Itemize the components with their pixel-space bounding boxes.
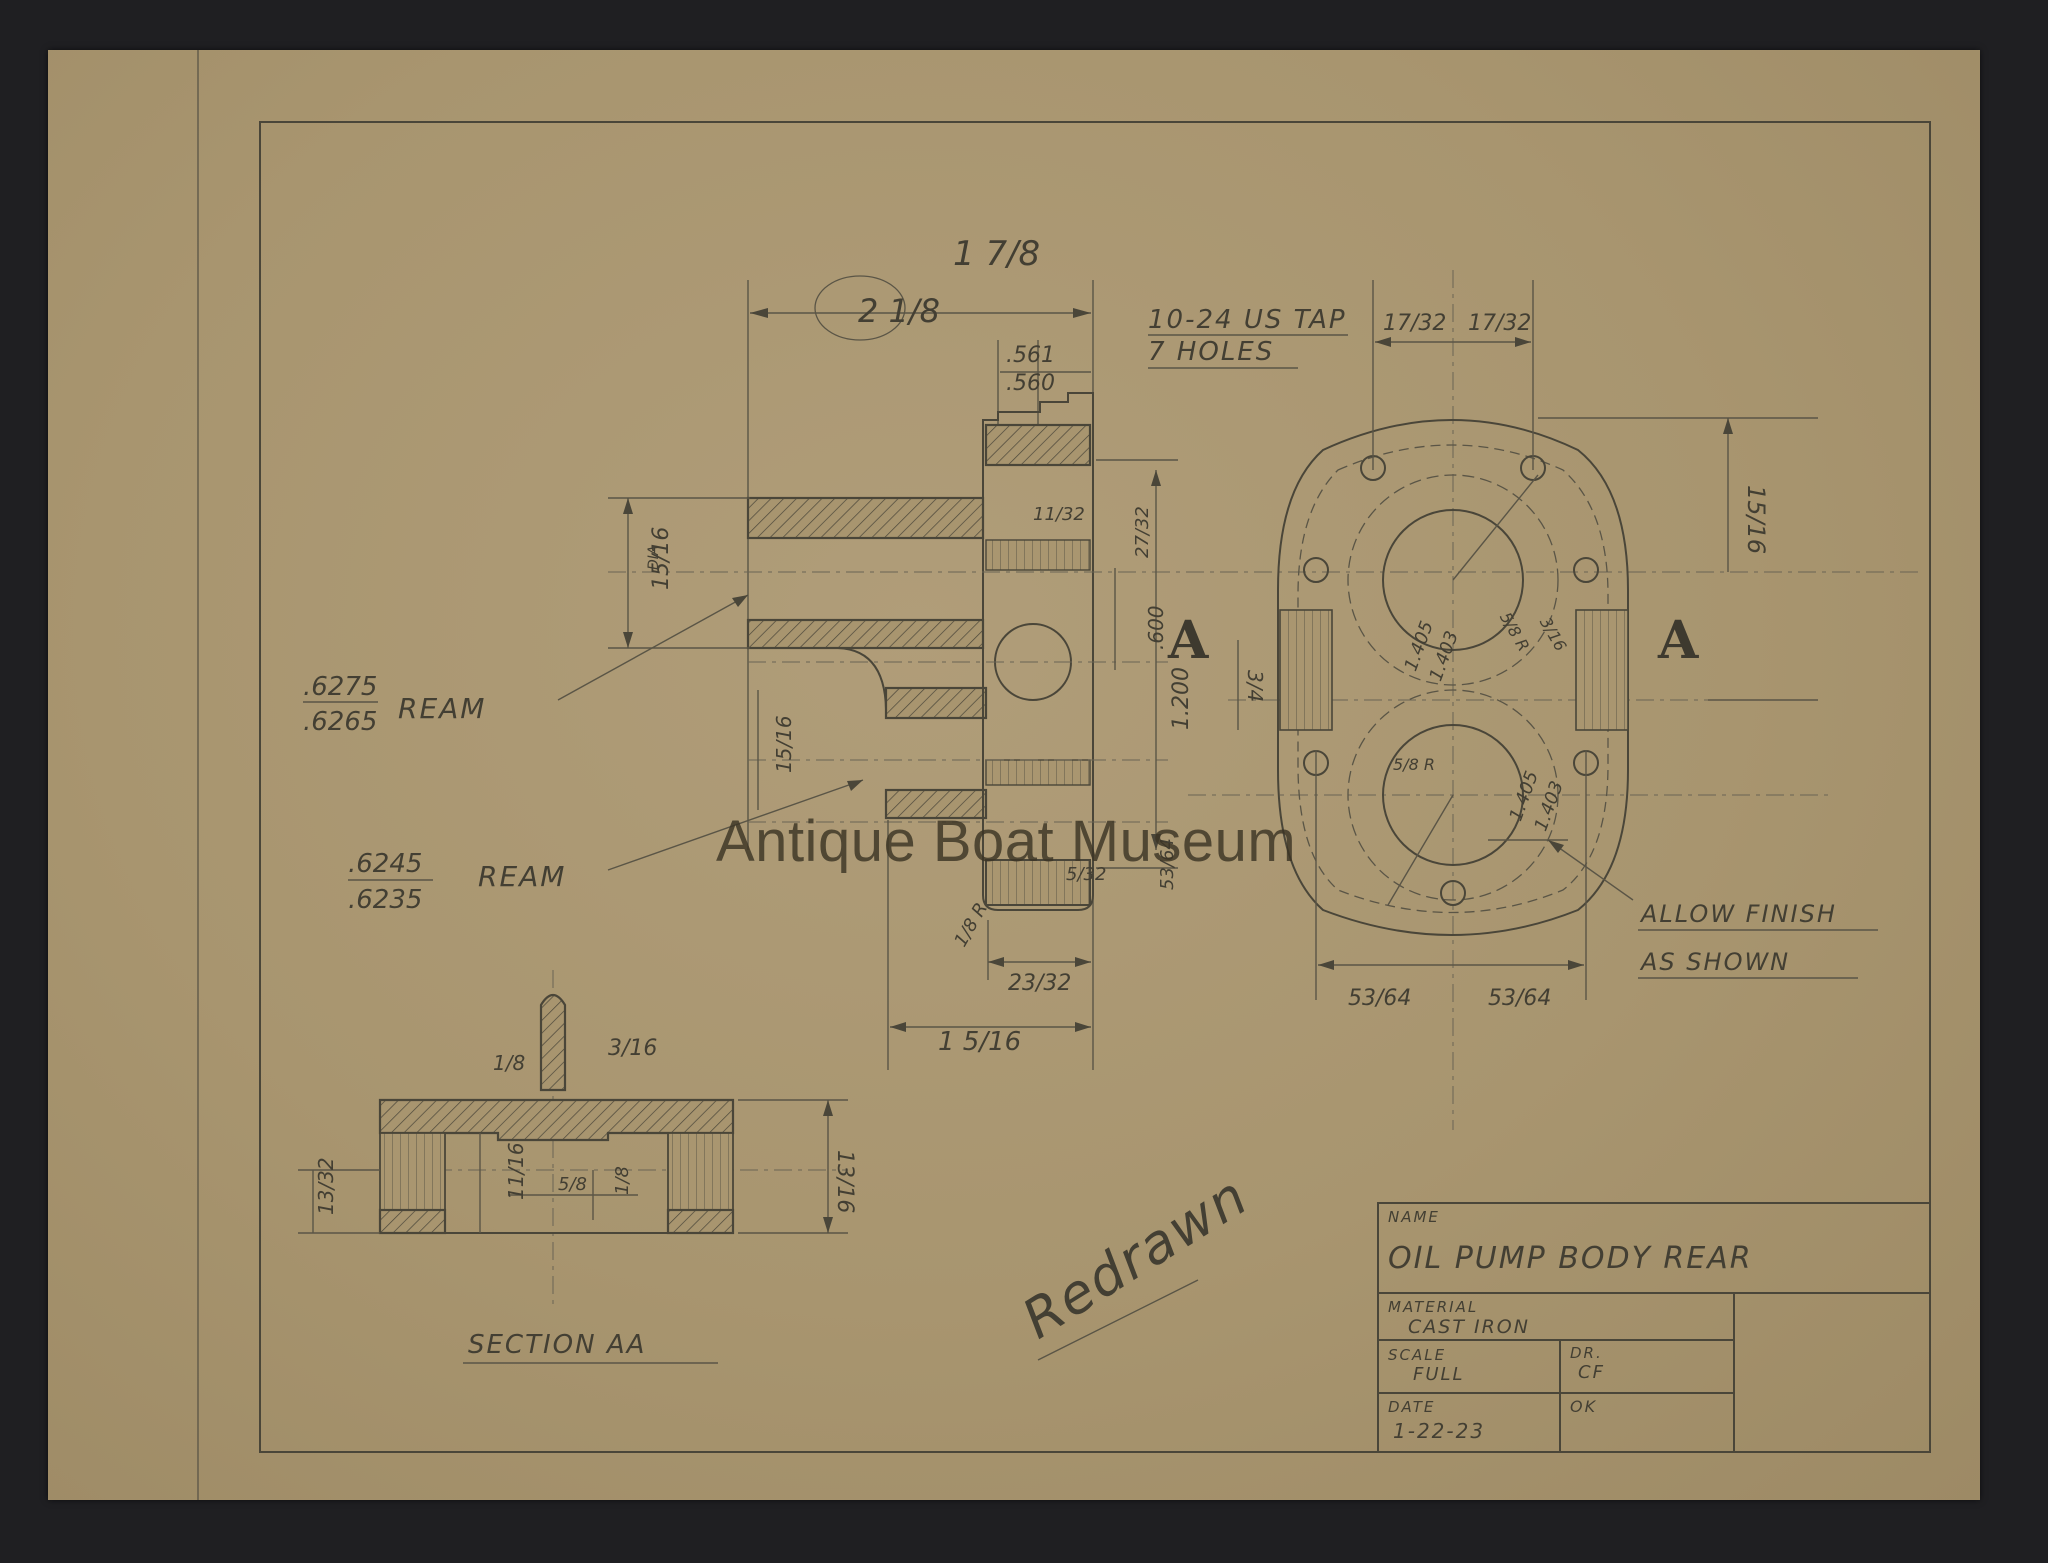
dim-1-5-16: 1 5/16 <box>938 1027 1021 1057</box>
ream1-lower: .6265 <box>303 707 377 737</box>
sec-dim-13-16: 13/16 <box>832 1150 857 1213</box>
dim-23-32: 23/32 <box>1008 971 1071 996</box>
ream2-label: REAM <box>478 860 566 893</box>
section-aa-view <box>298 970 848 1310</box>
dim-overall-width: 2 1/8 <box>858 292 940 330</box>
holes-note: 7 HOLES <box>1148 337 1274 367</box>
dim-17-32-left: 17/32 <box>1383 311 1446 336</box>
dim-15-16-dia-b: 15/16 <box>772 715 796 773</box>
title-block: NAME OIL PUMP BODY REAR MATERIAL CAST IR… <box>1377 1202 1931 1453</box>
dim-5-32: 5/32 <box>1066 864 1106 885</box>
dim-15-16-dia-a: 15/16 <box>649 527 674 590</box>
ream2-lower: .6235 <box>348 885 422 915</box>
as-shown-note: AS SHOWN <box>1639 948 1790 976</box>
tap-note: 10-24 US TAP <box>1148 305 1347 335</box>
dr-value: CF <box>1578 1362 1605 1383</box>
dim-3-16-r: 3/16 <box>1536 614 1570 655</box>
dim-3-4: 3/4 <box>1243 670 1267 702</box>
scale-value: FULL <box>1413 1364 1465 1385</box>
section-label: SECTION AA <box>468 1330 646 1360</box>
dim-53-64-left: 53/64 <box>1348 986 1411 1011</box>
sec-dim-5-8: 5/8 <box>558 1174 587 1195</box>
dim-1200: 1.200 <box>1169 667 1194 730</box>
sec-dim-1-8b: 1/8 <box>612 1166 633 1195</box>
dim-17-32-right: 17/32 <box>1468 311 1531 336</box>
date-value: 1-22-23 <box>1393 1419 1485 1443</box>
drawing-sheet: A <box>48 50 1980 1500</box>
dimension-labels: 2 1/8 1 7/8 .561 .560 11/32 27/32 .600 1… <box>314 234 1770 1215</box>
sec-dim-11-16: 11/16 <box>504 1142 528 1200</box>
scale-label: SCALE <box>1388 1346 1446 1364</box>
dim-15-16-top: 15/16 <box>1742 485 1770 554</box>
material-label: MATERIAL <box>1388 1298 1478 1316</box>
dim-27-32: 27/32 <box>1132 506 1153 558</box>
sec-dim-13-32: 13/32 <box>314 1157 338 1215</box>
dim-1-8-r: 1/8 R <box>950 899 992 950</box>
border-frame <box>197 50 1931 1500</box>
dim-overall-width-alt: 1 7/8 <box>953 234 1040 274</box>
allow-finish-note: ALLOW FINISH <box>1639 900 1837 928</box>
sec-dim-1-8: 1/8 <box>493 1051 525 1075</box>
dim-11-32: 11/32 <box>1033 504 1085 525</box>
drawing-name: OIL PUMP BODY REAR <box>1388 1241 1753 1276</box>
dim-53-64-right: 53/64 <box>1488 986 1551 1011</box>
ream1-upper: .6275 <box>303 672 377 702</box>
front-view: A <box>1188 270 1828 1130</box>
date-label: DATE <box>1388 1398 1435 1416</box>
engineering-drawing: A <box>197 50 1931 1500</box>
dim-600: .600 <box>1144 605 1168 650</box>
name-label: NAME <box>1388 1208 1440 1226</box>
section-mark-right: A <box>1657 610 1699 671</box>
dim-53-64-side: 53/64 <box>1157 838 1178 890</box>
ream1-label: REAM <box>398 692 486 725</box>
dim-5-8-r2: 5/8 R <box>1393 755 1435 774</box>
dim-dia-a: DIA <box>646 546 662 571</box>
ok-label: OK <box>1570 1397 1597 1416</box>
side-view: A <box>557 275 1918 1070</box>
watermark: Antique Boat Museum <box>716 809 1297 874</box>
redrawn-signature: Redrawn <box>1012 1164 1260 1351</box>
dr-label: DR. <box>1570 1344 1603 1362</box>
ream2-upper: .6245 <box>348 849 422 879</box>
dim-flange-upper: .561 <box>1006 343 1055 368</box>
material-value: CAST IRON <box>1408 1316 1530 1338</box>
section-mark-left: A <box>1167 610 1209 671</box>
dim-flange-lower: .560 <box>1006 371 1055 396</box>
sec-dim-3-16: 3/16 <box>608 1036 657 1061</box>
